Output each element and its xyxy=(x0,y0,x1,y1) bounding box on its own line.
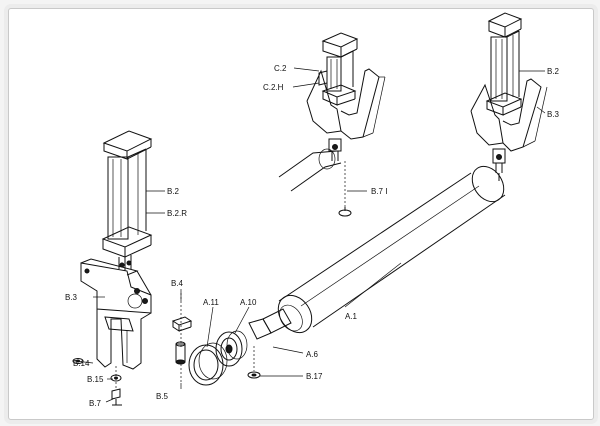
label-b2r: B.2.R xyxy=(167,209,187,218)
middle-bolt xyxy=(338,161,352,217)
right-cylinder xyxy=(485,12,523,116)
washer xyxy=(247,346,261,379)
label-b5: B.5 xyxy=(156,392,169,401)
label-b15: B.15 xyxy=(87,375,104,384)
diagram-frame: C.2 C.2.H B.7 I B.2 B.3 B.2 B.2.R B.3 B.… xyxy=(8,8,594,420)
label-b71: B.7 I xyxy=(371,187,387,196)
leader-lines xyxy=(74,67,546,403)
middle-roller-stub xyxy=(278,148,342,192)
label-b2: B.2 xyxy=(167,187,180,196)
label-b17: B.17 xyxy=(306,372,323,381)
label-b2-right: B.2 xyxy=(547,67,560,76)
label-b4: B.4 xyxy=(171,279,184,288)
bearing xyxy=(215,330,248,367)
center-block-and-pin xyxy=(171,293,193,383)
left-cylinder xyxy=(101,130,153,271)
exploded-assembly-diagram: C.2 C.2.H B.7 I B.2 B.3 B.2 B.2.R B.3 B.… xyxy=(65,12,560,408)
label-c2: C.2 xyxy=(274,64,287,73)
label-b3: B.3 xyxy=(65,293,78,302)
label-a6: A.6 xyxy=(306,350,319,359)
label-b7: B.7 xyxy=(89,399,102,408)
right-bracket xyxy=(470,78,548,181)
roller-shaft-end xyxy=(248,308,292,340)
seal-ring xyxy=(188,342,228,386)
left-fasteners xyxy=(72,358,122,406)
label-a1: A.1 xyxy=(345,312,358,321)
label-b14: B.14 xyxy=(73,359,90,368)
label-a10: A.10 xyxy=(240,298,257,307)
part-labels: C.2 C.2.H B.7 I B.2 B.3 B.2 B.2.R B.3 B.… xyxy=(65,64,560,408)
middle-cylinder xyxy=(318,32,359,106)
left-bracket xyxy=(80,258,152,370)
label-b3-right: B.3 xyxy=(547,110,560,119)
label-a11: A.11 xyxy=(203,298,219,307)
label-c2h: C.2.H xyxy=(263,83,284,92)
main-roller xyxy=(277,165,506,334)
